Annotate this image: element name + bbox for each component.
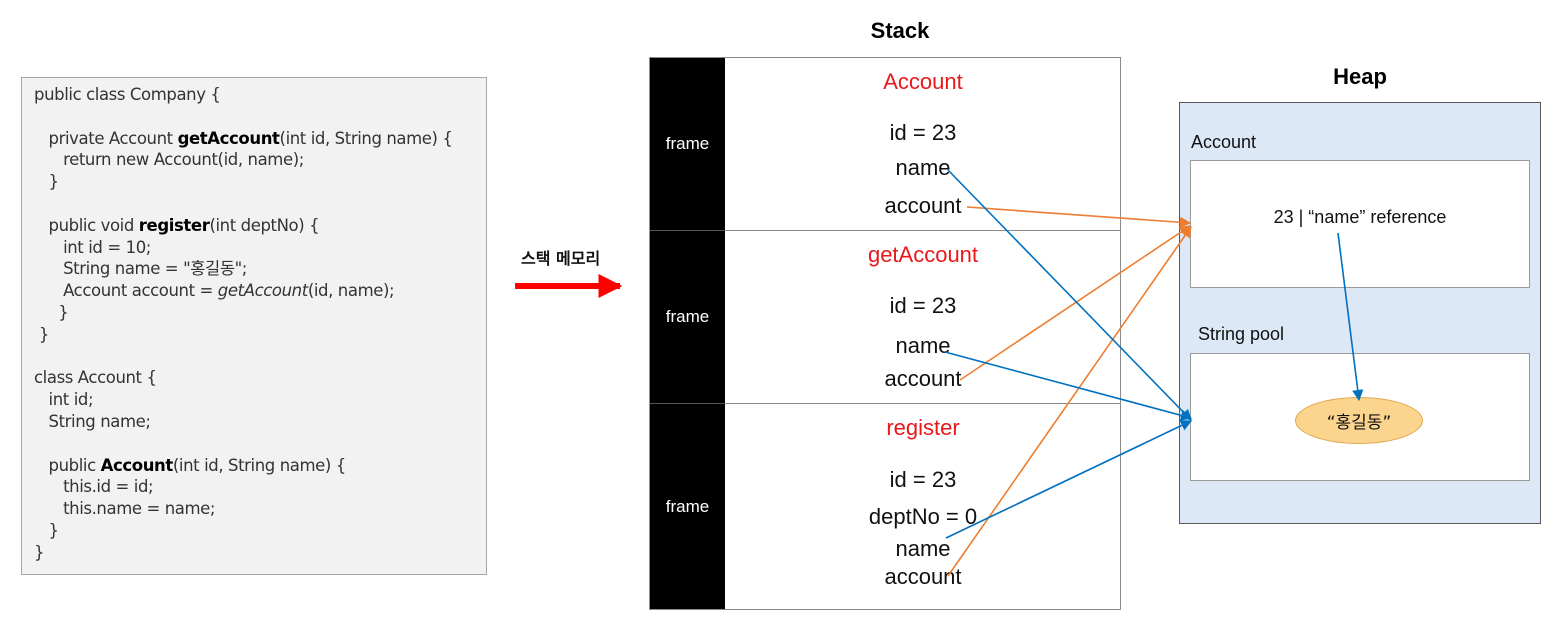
code-token: public class Company { — [34, 85, 221, 104]
frame-field: deptNo = 0 — [868, 504, 978, 529]
code-token: public void — [34, 215, 139, 235]
frame-method-name: register — [886, 415, 960, 440]
code-line: } — [34, 324, 486, 346]
code-line: public class Company { — [34, 84, 486, 106]
frame-field: id = 23 — [889, 467, 957, 492]
frame-field: id = 23 — [889, 120, 957, 145]
code-line: public Account(int id, String name) { — [34, 455, 486, 477]
code-token: String name; — [34, 411, 151, 431]
frame-divider — [725, 403, 1120, 404]
stack-area: frame frame frame Account id = 23 name a… — [649, 57, 1121, 610]
ref-arrow-name-1 — [947, 169, 1192, 421]
code-line: } — [34, 542, 486, 564]
code-line: } — [34, 302, 486, 324]
code-token: String name = "홍길동"; — [34, 259, 247, 279]
code-token: int id = 10; — [34, 237, 151, 257]
code-line: String name; — [34, 411, 486, 433]
frame-label: frame — [650, 404, 725, 609]
heap-account-content: 23 | “name” reference — [1273, 207, 1447, 227]
frame-field: account — [884, 193, 962, 218]
code-token: this.id = id; — [34, 477, 154, 497]
frame-divider — [725, 230, 1120, 231]
frame-method-name: getAccount — [867, 242, 979, 267]
code-line: int id = 10; — [34, 237, 486, 259]
code-token: } — [34, 542, 45, 562]
code-token: int id; — [34, 390, 94, 410]
code-token: getAccount — [177, 128, 280, 148]
code-token: (id, name); — [307, 281, 395, 301]
stack-title: Stack — [870, 18, 930, 43]
ref-arrow-account-1 — [966, 206, 1192, 228]
code-line: this.id = id; — [34, 476, 486, 498]
ref-arrow-name-3 — [945, 420, 1193, 539]
frame-method-name: Account — [883, 69, 963, 94]
code-line: public void register(int deptNo) { — [34, 215, 486, 237]
code-token: (int deptNo) { — [209, 215, 320, 235]
string-pool-label: String pool — [1198, 324, 1285, 344]
heap-title: Heap — [1333, 64, 1387, 89]
code-line: private Account getAccount(int id, Strin… — [34, 128, 486, 150]
frame-field: account — [884, 564, 962, 589]
code-line: this.name = name; — [34, 498, 486, 520]
code-line: int id; — [34, 389, 486, 411]
code-token: class Account { — [34, 368, 157, 388]
code-token: (int id, String name) { — [172, 455, 346, 475]
code-token: } — [34, 520, 60, 540]
code-token: register — [138, 215, 210, 235]
code-token: (int id, String name) { — [279, 128, 453, 148]
frame-label: frame — [650, 58, 725, 231]
code-line: String name = "홍길동"; — [34, 258, 486, 280]
code-panel: public class Company { private Account g… — [21, 77, 487, 575]
code-token: return new Account(id, name); — [34, 150, 304, 170]
frame-label: frame — [650, 231, 725, 404]
stack-frame-getaccount: frame — [650, 231, 1120, 404]
ref-arrow-account-2 — [959, 225, 1191, 381]
frame-field: id = 23 — [889, 293, 957, 318]
code-line: } — [34, 171, 486, 193]
frame-field: name — [895, 155, 951, 180]
code-token: } — [34, 302, 69, 322]
heap-account-label: Account — [1191, 132, 1257, 152]
ref-arrow-account-3 — [947, 226, 1192, 577]
code-line: return new Account(id, name); — [34, 149, 486, 171]
frame-field: name — [895, 536, 951, 561]
frame-field: name — [895, 333, 951, 358]
code-line: class Account { — [34, 367, 486, 389]
heap-account-object — [1190, 160, 1530, 288]
stack-memory-label: 스택 메모리 — [521, 249, 601, 268]
stack-frame-account: frame — [650, 58, 1120, 231]
code-token: } — [34, 172, 60, 192]
code-token: getAccount — [217, 281, 308, 301]
code-line: } — [34, 520, 486, 542]
code-token: this.name = name; — [34, 499, 216, 519]
stack-frame-register: frame — [650, 404, 1120, 609]
code-token: public — [34, 455, 101, 475]
code-token: private Account — [34, 128, 178, 148]
ref-arrow-name-2 — [944, 351, 1193, 421]
frame-field: account — [884, 366, 962, 391]
code-line: Account account = getAccount(id, name); — [34, 280, 486, 302]
code-token: Account account = — [34, 281, 218, 301]
code-token: } — [34, 324, 50, 344]
code-token: Account — [100, 455, 174, 475]
ref-arrow-heap-name — [1337, 232, 1364, 402]
